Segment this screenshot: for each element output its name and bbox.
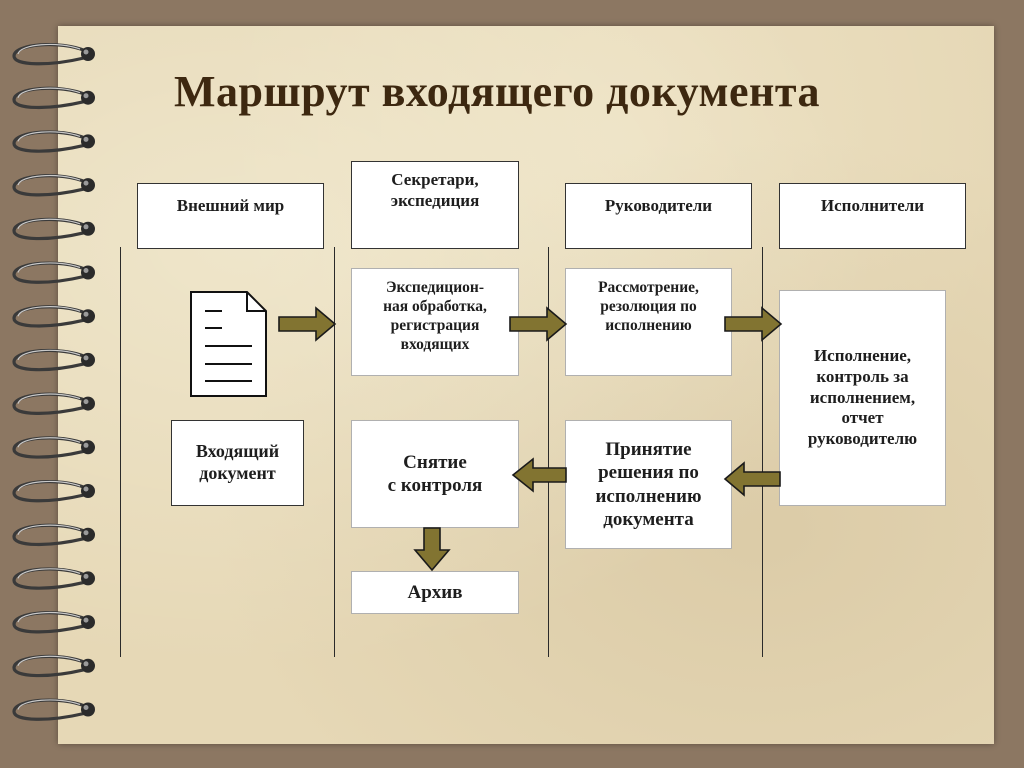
arrow-remove-control-to-archive [413, 527, 451, 572]
spiral-ring-icon [12, 217, 95, 241]
spiral-ring-icon [12, 436, 95, 459]
spiral-ring-icon [12, 130, 95, 153]
spiral-ring-icon [12, 698, 95, 721]
lane-divider [548, 247, 549, 657]
arrow-expedition-to-review [509, 306, 568, 342]
spiral-ring-icon [12, 392, 95, 415]
arrow-document-to-expedition [278, 306, 337, 342]
spiral-ring-icon [12, 305, 95, 328]
lane-header-external-world: Внешний мир [137, 183, 324, 249]
spiral-ring-icon [12, 654, 95, 678]
spiral-ring-icon [12, 567, 95, 590]
arrow-to-expedition [279, 308, 334, 315]
spiral-ring-icon [12, 348, 95, 372]
incoming-document-box: Входящий документ [171, 420, 304, 506]
expedition-processing-box: Экспедицион- ная обработка, регистрация … [351, 268, 519, 376]
spiral-ring-icon [12, 523, 95, 547]
spiral-ring-icon [12, 42, 95, 66]
lane-divider [762, 247, 763, 657]
arrow-execution-to-decision [723, 461, 781, 497]
spiral-ring-icon [12, 479, 95, 503]
arrow-review-to-execution [724, 306, 783, 342]
archive-box: Архив [351, 571, 519, 614]
lane-header-secretaries: Секретари, экспедиция [351, 161, 519, 249]
decision-box: Принятие решения по исполнению документа [565, 420, 732, 549]
review-box: Рассмотрение, резолюция по исполнению [565, 268, 732, 376]
lane-header-managers: Руководители [565, 183, 752, 249]
lane-divider [334, 247, 335, 657]
spiral-ring-icon [12, 261, 95, 284]
page-title: Маршрут входящего документа [174, 67, 820, 116]
spiral-binding [12, 42, 95, 721]
arrow-decision-to-remove-control [511, 457, 567, 493]
document-icon [190, 291, 267, 397]
lane-divider [120, 247, 121, 657]
execution-box: Исполнение, контроль за исполнением, отч… [779, 290, 946, 506]
spiral-ring-icon [12, 174, 95, 197]
remove-control-box: Снятие с контроля [351, 420, 519, 528]
lane-header-executors: Исполнители [779, 183, 966, 249]
spiral-ring-icon [12, 611, 95, 634]
spiral-ring-icon [12, 86, 95, 110]
